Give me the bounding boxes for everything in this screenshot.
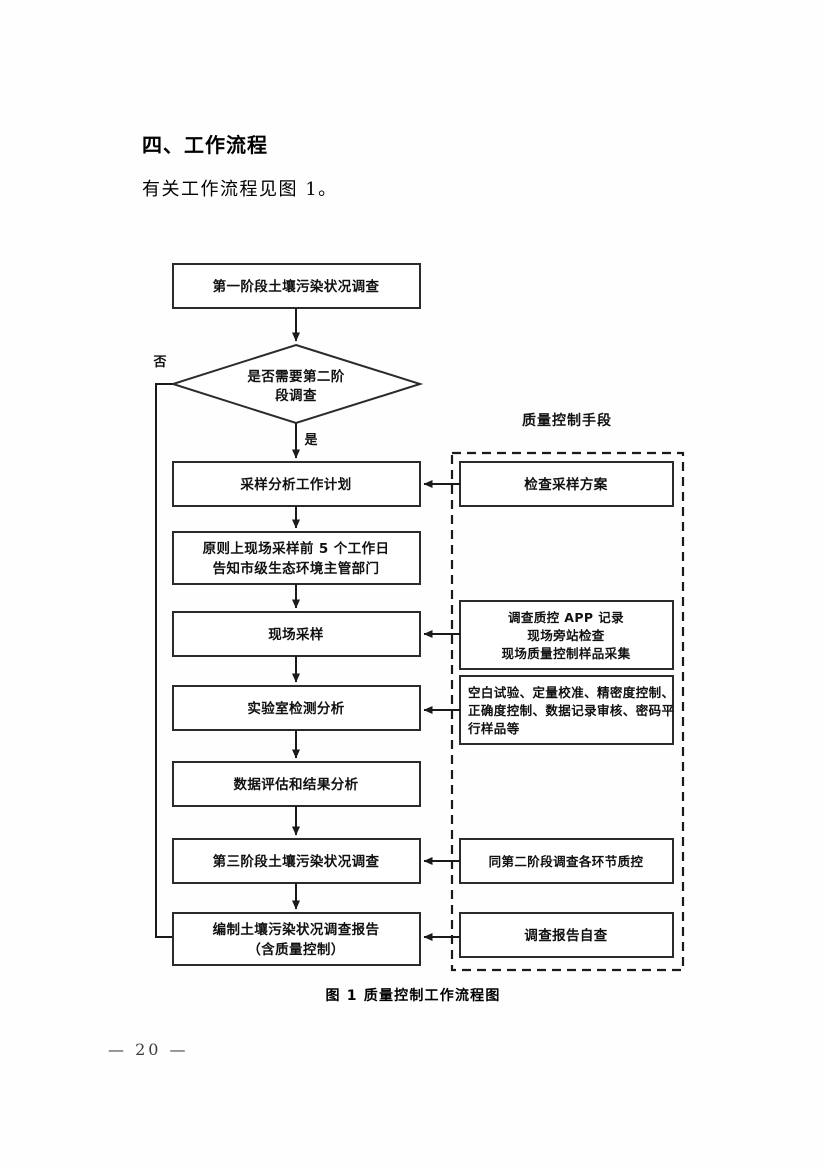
node-sampling-plan[interactable] (172, 461, 421, 507)
node-field-qc-label-line1: 调查质控 APP 记录 (508, 610, 624, 625)
node-check-plan-label: 检查采样方案 (524, 476, 607, 493)
node-lab-analysis-label: 实验室检测分析 (247, 700, 344, 717)
node-lab-qc-label-line3: 行样品等 (467, 721, 520, 736)
qc-group-title: 质量控制手段 (522, 412, 612, 429)
node-phase3[interactable] (172, 838, 421, 884)
node-data-eval[interactable] (172, 761, 421, 807)
node-report-qc[interactable] (459, 912, 674, 958)
node-sampling-plan-label: 采样分析工作计划 (240, 476, 351, 493)
node-field-qc-label-line2: 现场旁站检查 (527, 628, 605, 643)
node-phase1-label: 第一阶段土壤污染状况调查 (213, 278, 380, 295)
node-notify-label-line1: 原则上现场采样前 5 个工作日 (203, 540, 390, 557)
node-lab-qc-label-line1: 空白试验、定量校准、精密度控制、 (468, 685, 674, 700)
node-field-sampling-label: 现场采样 (268, 626, 324, 643)
node-data-eval-label: 数据评估和结果分析 (233, 776, 358, 793)
node-field-qc[interactable] (459, 600, 674, 670)
body-paragraph: 有关工作流程见图 1。 (142, 179, 338, 200)
node-phase3-label: 第三阶段土壤污染状况调查 (213, 853, 380, 870)
node-report-qc-label: 调查报告自查 (524, 927, 607, 944)
node-decision-label-line2: 段调查 (275, 387, 317, 404)
node-phase3-qc-label: 同第二阶段调查各环节质控 (489, 854, 644, 869)
page-number: — 20 — (108, 1040, 189, 1059)
node-report[interactable] (172, 912, 421, 966)
node-field-qc-label-line3: 现场质量控制样品采集 (501, 646, 630, 661)
node-report-label-line1: 编制土壤污染状况调查报告 (213, 921, 380, 938)
node-decision-label-line1: 是否需要第二阶 (247, 368, 344, 385)
qc-group-dashed-box (450, 451, 685, 972)
node-notify-label-line2: 告知市级生态环境主管部门 (213, 560, 380, 577)
node-lab-qc-label-line2: 正确度控制、数据记录审核、密码平 (468, 703, 675, 718)
node-check-plan[interactable] (459, 461, 674, 507)
node-field-sampling[interactable] (172, 611, 421, 657)
branch-label-yes: 是 (303, 433, 318, 448)
figure-caption: 图 1 质量控制工作流程图 (325, 988, 501, 1004)
branch-label-no: 否 (152, 355, 166, 370)
node-report-label-line2: （含质量控制） (247, 941, 344, 958)
node-phase1[interactable] (172, 263, 421, 309)
quality-control-flowchart: 质量控制手段 第一阶段土壤污染状况调查 是否需要第二阶 段调查 否 是 采样分析… (152, 263, 685, 972)
section-heading: 四、工作流程 (142, 133, 268, 157)
node-notify[interactable] (172, 531, 421, 585)
